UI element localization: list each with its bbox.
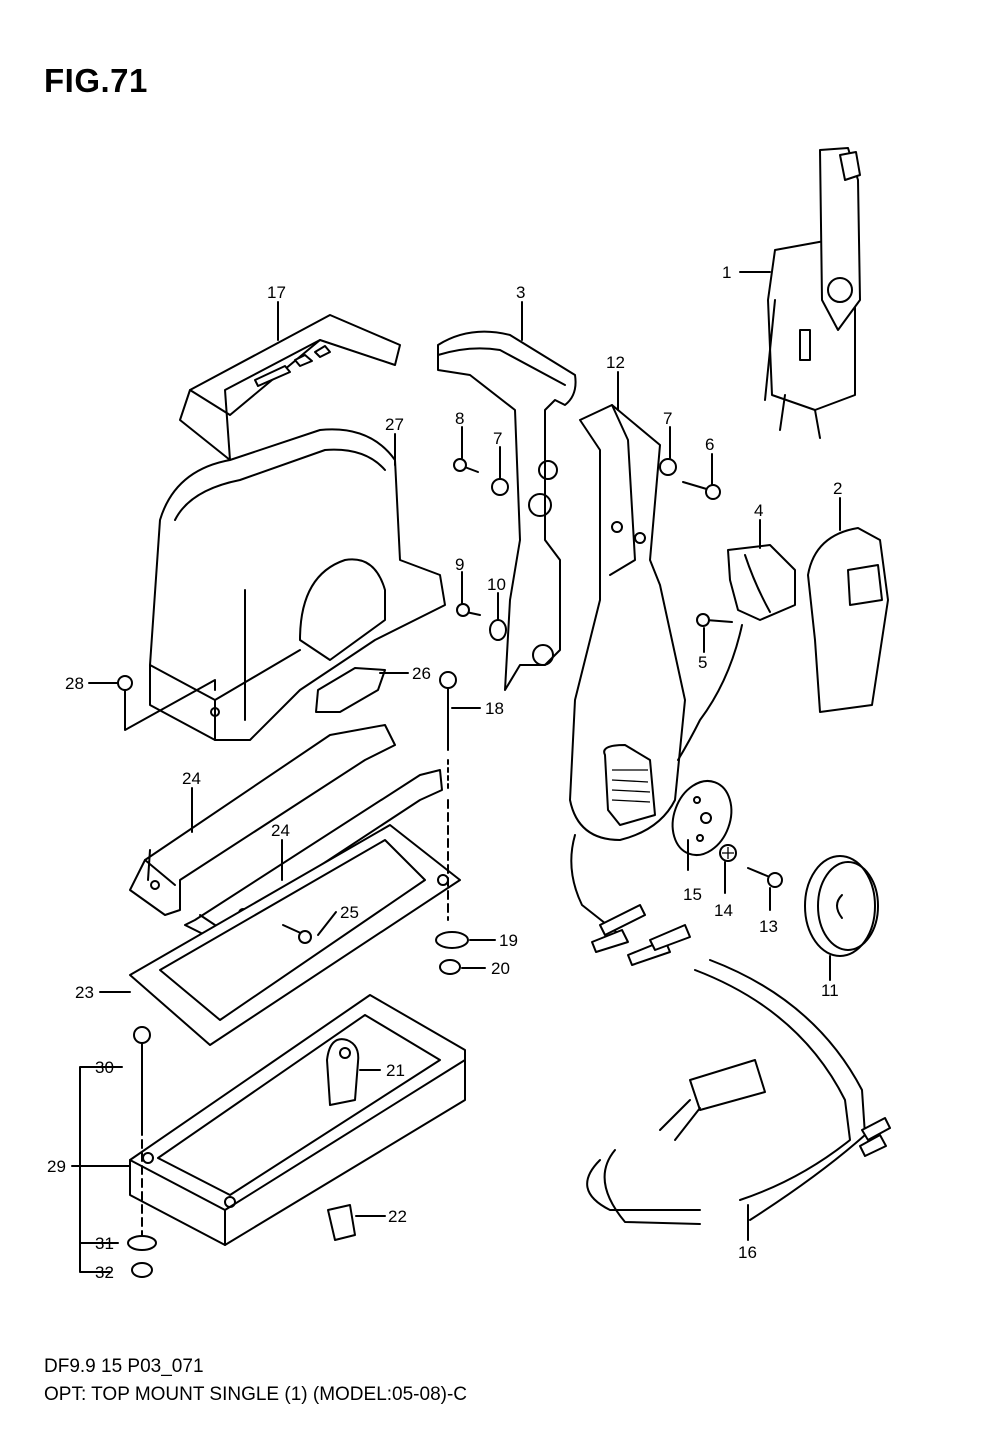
part-16-wire-harness	[570, 834, 891, 1225]
label-part-27: 27	[385, 415, 404, 434]
part-27-housing-cover	[149, 428, 446, 741]
label-part-30: 30	[95, 1058, 114, 1077]
label-part-7a: 7	[663, 409, 672, 428]
figure-title: FIG.71	[44, 62, 148, 99]
label-part-4: 4	[754, 501, 763, 520]
label-part-31: 31	[95, 1234, 114, 1253]
hardware-screws-washers	[117, 458, 733, 1278]
part-17-top-cover	[179, 314, 401, 461]
part-24-bracket-upper	[129, 724, 396, 916]
label-part-25: 25	[340, 903, 359, 922]
label-part-19: 19	[499, 931, 518, 950]
label-part-8: 8	[455, 409, 464, 428]
label-part-21: 21	[386, 1061, 405, 1080]
label-part-9: 9	[455, 555, 464, 574]
label-part-26: 26	[412, 664, 431, 683]
label-part-28: 28	[65, 674, 84, 693]
label-part-16: 16	[738, 1243, 757, 1262]
label-part-5: 5	[698, 653, 707, 672]
part-15-friction-plate	[671, 780, 733, 856]
part-2-grip-knob	[807, 527, 889, 713]
label-part-3: 3	[516, 283, 525, 302]
label-part-6: 6	[705, 435, 714, 454]
part-26-plate	[315, 667, 386, 713]
part-1-side-control-box	[764, 147, 861, 439]
label-part-24a: 24	[182, 769, 201, 788]
label-part-18: 18	[485, 699, 504, 718]
label-part-15: 15	[683, 885, 702, 904]
label-part-12: 12	[606, 353, 625, 372]
label-part-23: 23	[75, 983, 94, 1002]
part-23-gasket	[129, 824, 461, 1046]
label-part-22: 22	[388, 1207, 407, 1226]
part-29-base-housing	[129, 994, 466, 1246]
part-number-labels: 1 2 3 4 5 6 7 7 8 9 10 11 12 13 14 15 16…	[47, 263, 842, 1282]
leader-lines	[71, 271, 841, 1273]
diagram-caption: OPT: TOP MOUNT SINGLE (1) (MODEL:05-08)-…	[44, 1384, 468, 1405]
part-3-lever-arm	[437, 330, 577, 691]
part-22-clip	[327, 1204, 356, 1241]
label-part-24b: 24	[271, 821, 290, 840]
label-part-10: 10	[487, 575, 506, 594]
diagram-code: DF9.9 15 P03_071	[44, 1356, 204, 1377]
label-part-11: 11	[821, 981, 839, 1000]
part-12-control-lever-body	[569, 404, 686, 841]
label-part-17: 17	[267, 283, 286, 302]
label-part-1: 1	[722, 263, 731, 282]
part-4-neutral-switch	[677, 544, 796, 761]
label-part-2: 2	[833, 479, 842, 498]
label-part-14: 14	[714, 901, 733, 920]
part-11-cover-cap	[804, 855, 879, 957]
label-part-13: 13	[759, 917, 778, 936]
label-part-29: 29	[47, 1157, 66, 1176]
label-part-7b: 7	[493, 429, 502, 448]
part-13-screw	[747, 867, 783, 888]
part-14-washer	[719, 844, 737, 862]
label-part-20: 20	[491, 959, 510, 978]
label-part-32: 32	[95, 1263, 114, 1282]
part-21-clevis	[326, 1038, 360, 1106]
